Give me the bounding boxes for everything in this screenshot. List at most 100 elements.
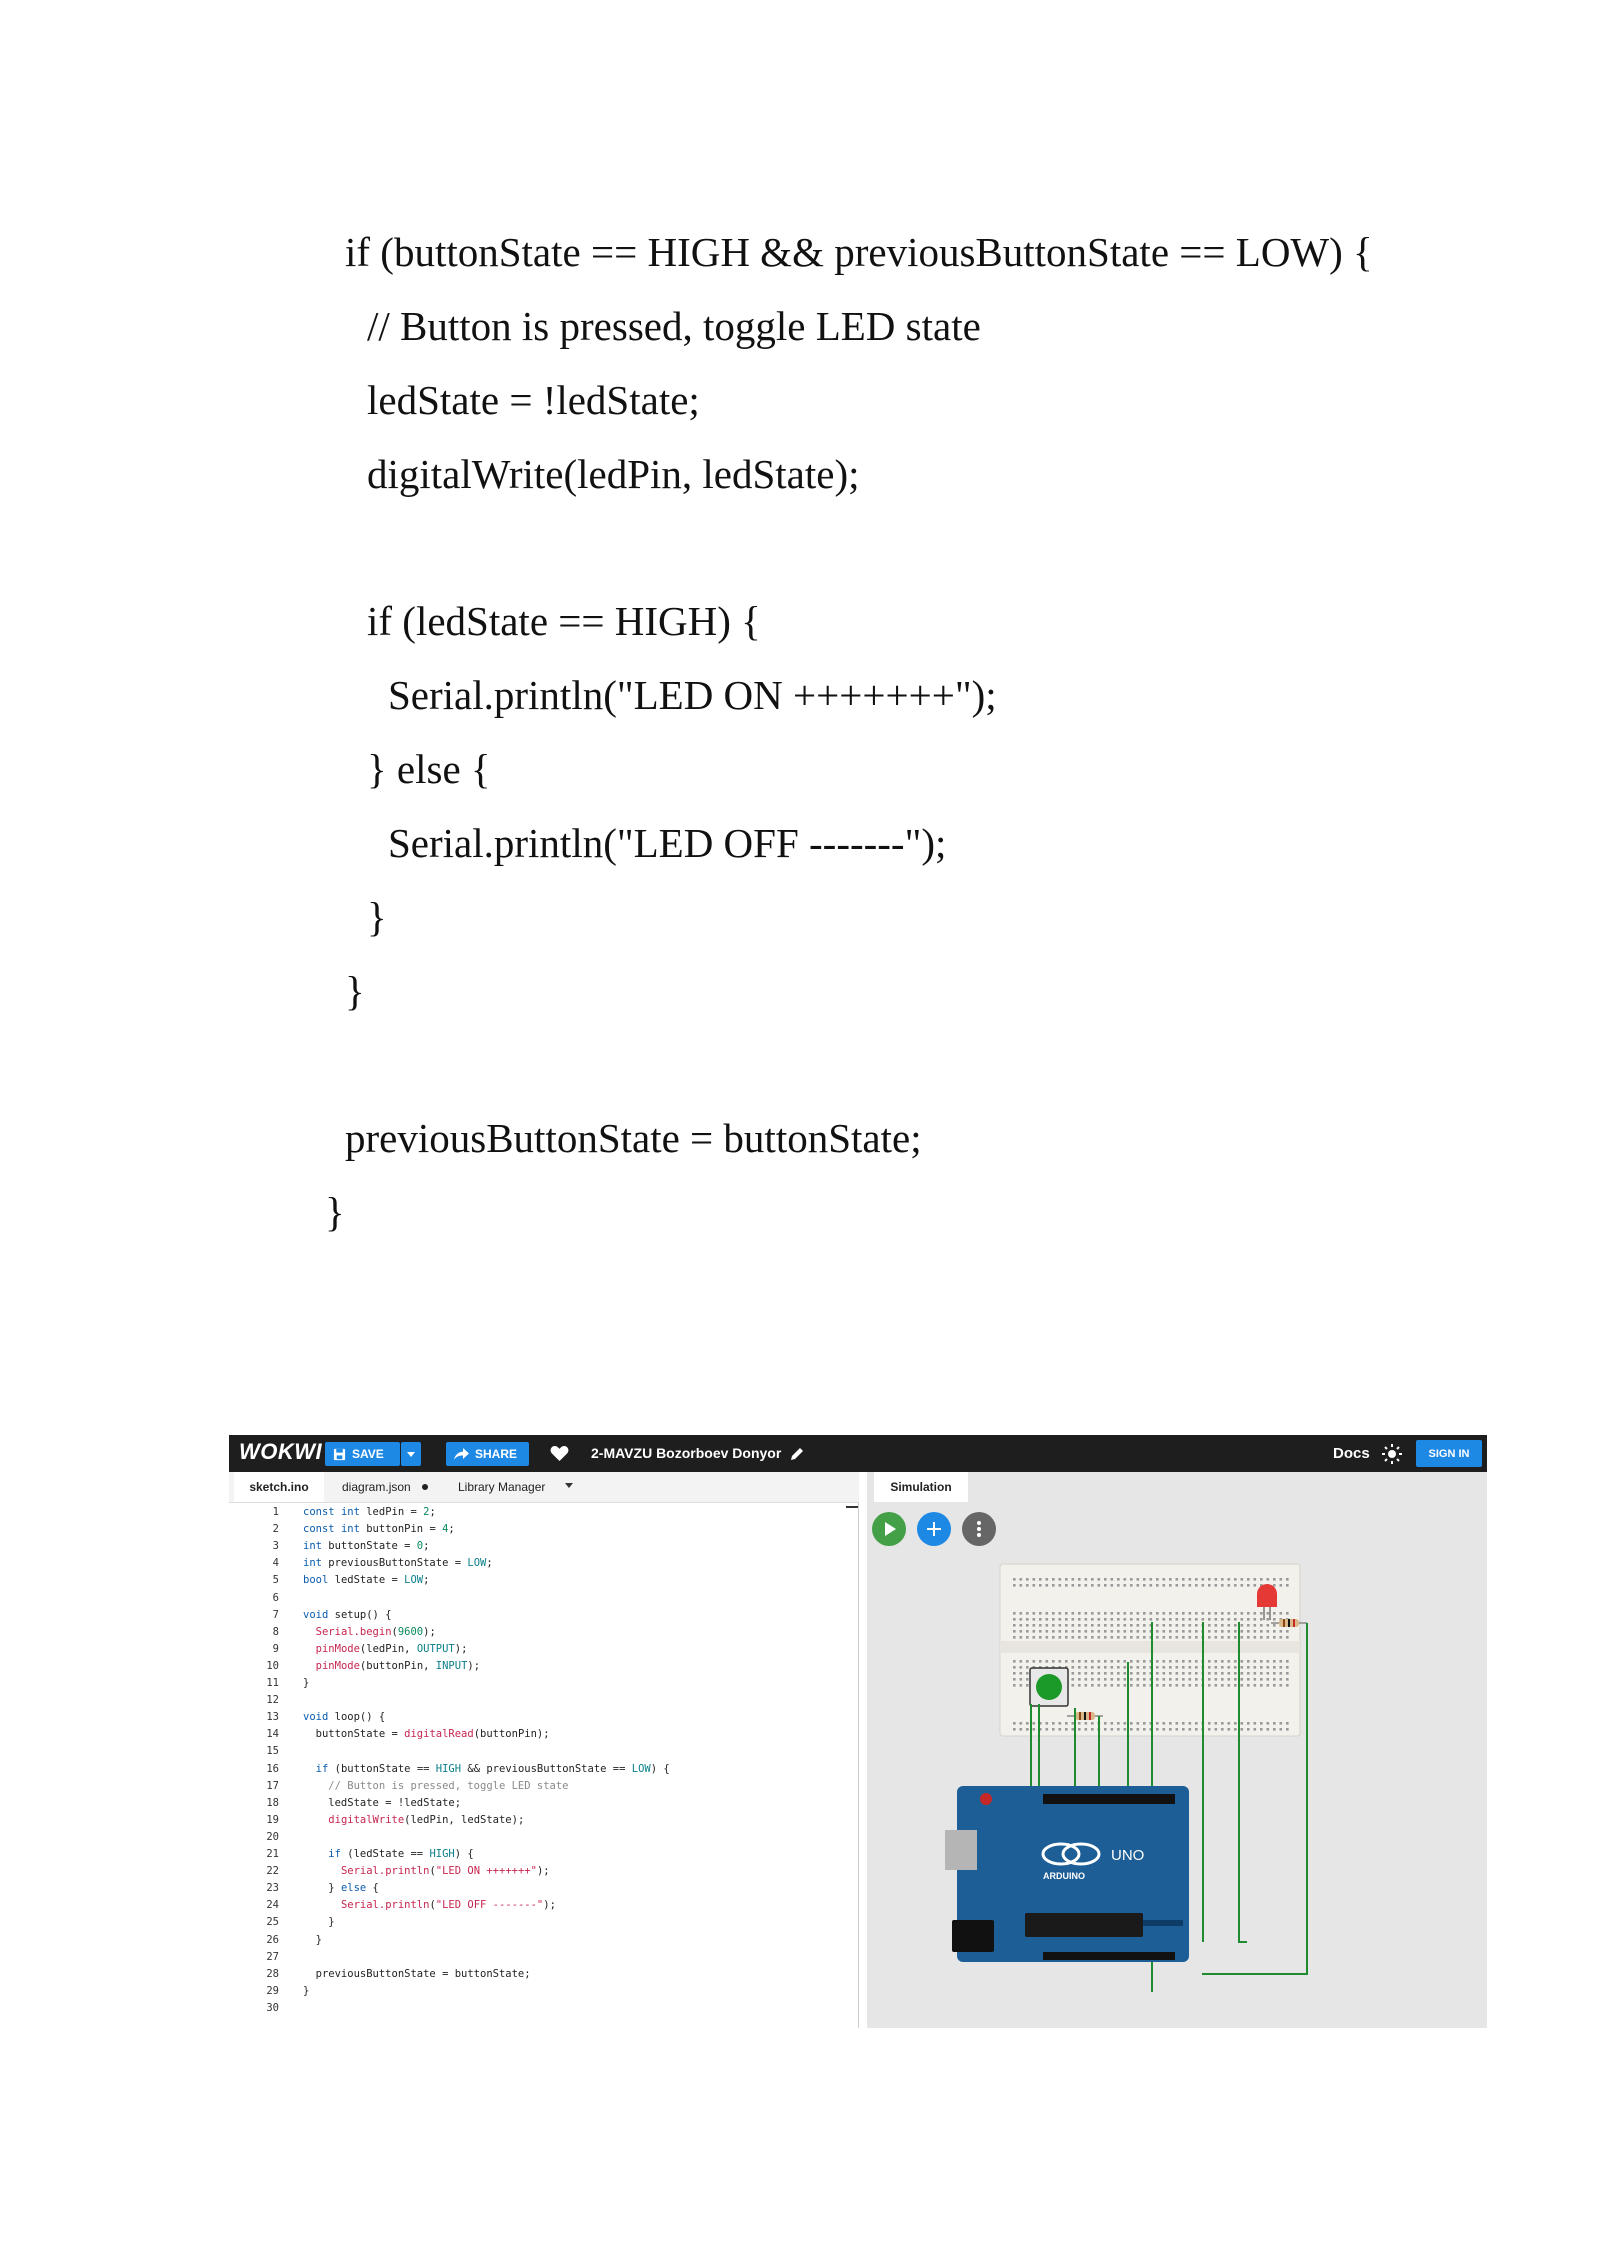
line-number: 11 bbox=[266, 1677, 279, 1689]
board-brand: ARDUINO bbox=[1043, 1871, 1085, 1881]
line-number: 22 bbox=[266, 1865, 279, 1878]
unsaved-dot-icon bbox=[422, 1484, 428, 1490]
simulation-panel: Simulation bbox=[867, 1472, 1487, 2028]
code-text: const int buttonPin = 4; bbox=[303, 1523, 455, 1536]
code-line[interactable]: 24 Serial.println("LED OFF -------"); bbox=[229, 1897, 859, 1914]
code-line[interactable]: 12 bbox=[229, 1692, 859, 1709]
code-line[interactable]: 10 pinMode(buttonPin, INPUT); bbox=[229, 1658, 859, 1675]
code-text: Serial.println("LED ON +++++++"); bbox=[340, 1865, 550, 1878]
code-text: pinMode(buttonPin, INPUT); bbox=[315, 1659, 481, 1672]
doc-code-line: if (buttonState == HIGH && previousButto… bbox=[345, 229, 1373, 275]
code-line[interactable]: 29} bbox=[229, 1983, 859, 2000]
code-text: buttonState = digitalRead(buttonPin); bbox=[303, 1728, 550, 1741]
tab-sketch-ino[interactable]: sketch.ino bbox=[234, 1472, 324, 1502]
code-text: } bbox=[303, 1933, 322, 1946]
code-editor-panel: sketch.ino diagram.json Library Manager … bbox=[229, 1472, 859, 2028]
more-options-button[interactable] bbox=[962, 1512, 996, 1546]
code-text: ledState = !ledState; bbox=[303, 1796, 462, 1809]
save-button[interactable]: SAVE bbox=[325, 1442, 400, 1466]
breadboard[interactable] bbox=[999, 1563, 1301, 1737]
line-number: 1 bbox=[272, 1506, 279, 1518]
project-title[interactable]: 2-MAVZU Bozorboev Donyor bbox=[591, 1445, 782, 1461]
start-simulation-button[interactable] bbox=[872, 1512, 906, 1546]
doc-code-line: // Button is pressed, toggle LED state bbox=[367, 303, 981, 349]
code-line[interactable]: 21 if (ledState == HIGH) { bbox=[229, 1846, 859, 1863]
code-line[interactable]: 19 digitalWrite(ledPin, ledState); bbox=[229, 1812, 859, 1829]
tab-library-manager[interactable]: Library Manager bbox=[458, 1480, 546, 1494]
code-text: void loop() { bbox=[303, 1711, 386, 1724]
share-button[interactable]: SHARE bbox=[446, 1442, 529, 1466]
code-line[interactable]: 25 } bbox=[229, 1914, 859, 1931]
docs-link[interactable]: Docs bbox=[1333, 1445, 1370, 1462]
code-line[interactable]: 11} bbox=[229, 1675, 859, 1692]
line-number: 24 bbox=[266, 1899, 279, 1912]
arduino-uno-board[interactable]: UNO ARDUINO bbox=[945, 1786, 1189, 1962]
doc-code-line: } bbox=[345, 968, 365, 1014]
code-line[interactable]: 6 bbox=[229, 1590, 859, 1607]
line-number: 19 bbox=[266, 1813, 279, 1826]
code-line[interactable]: 22 Serial.println("LED ON +++++++"); bbox=[229, 1863, 859, 1880]
button-resistor[interactable] bbox=[1067, 1712, 1103, 1720]
code-line[interactable]: 28 previousButtonState = buttonState; bbox=[229, 1966, 859, 1983]
line-number: 3 bbox=[272, 1540, 279, 1553]
line-number: 21 bbox=[266, 1848, 279, 1860]
editor-scrollbar[interactable] bbox=[846, 1506, 858, 1508]
doc-code-line: previousButtonState = buttonState; bbox=[345, 1115, 922, 1161]
code-line[interactable]: 9 pinMode(ledPin, OUTPUT); bbox=[229, 1641, 859, 1658]
red-led[interactable] bbox=[1257, 1584, 1277, 1620]
circuit-canvas[interactable]: UNO ARDUINO bbox=[867, 1472, 1487, 2028]
save-dropdown-button[interactable] bbox=[401, 1442, 421, 1466]
sign-in-button[interactable]: SIGN IN bbox=[1416, 1440, 1482, 1467]
pencil-icon[interactable] bbox=[789, 1446, 805, 1462]
play-icon bbox=[885, 1522, 896, 1536]
save-label: SAVE bbox=[352, 1447, 384, 1461]
tab-simulation[interactable]: Simulation bbox=[874, 1472, 968, 1502]
code-line[interactable]: 14 buttonState = digitalRead(buttonPin); bbox=[229, 1726, 859, 1743]
code-line[interactable]: 27 bbox=[229, 1949, 859, 1966]
theme-sun-icon[interactable] bbox=[1382, 1444, 1402, 1464]
doc-code-line: ledState = !ledState; bbox=[367, 377, 700, 423]
wokwi-logo[interactable]: WOKWI bbox=[239, 1439, 323, 1464]
line-number: 9 bbox=[272, 1642, 279, 1655]
code-line[interactable]: 30 bbox=[229, 2000, 859, 2017]
line-number: 25 bbox=[266, 1916, 279, 1929]
code-text: const int ledPin = 2; bbox=[303, 1506, 436, 1518]
code-line[interactable]: 8 Serial.begin(9600); bbox=[229, 1624, 859, 1641]
code-line[interactable]: 15 bbox=[229, 1743, 859, 1760]
doc-code-line: } bbox=[325, 1189, 345, 1235]
code-line[interactable]: 7 void setup() { bbox=[229, 1607, 859, 1624]
led-resistor[interactable] bbox=[1271, 1619, 1307, 1627]
line-number: 7 bbox=[272, 1608, 279, 1621]
line-number: 14 bbox=[266, 1728, 279, 1741]
code-line[interactable]: 13 void loop() { bbox=[229, 1709, 859, 1726]
code-line[interactable]: 18 ledState = !ledState; bbox=[229, 1795, 859, 1812]
code-line[interactable]: 16 if (buttonState == HIGH && previousBu… bbox=[229, 1761, 859, 1778]
code-line[interactable]: 20 bbox=[229, 1829, 859, 1846]
line-number: 12 bbox=[266, 1694, 279, 1707]
code-line[interactable]: 17 // Button is pressed, toggle LED stat… bbox=[229, 1778, 859, 1795]
add-part-button[interactable] bbox=[917, 1512, 951, 1546]
code-text: } bbox=[303, 1677, 310, 1689]
caret-down-icon bbox=[407, 1451, 415, 1457]
heart-icon[interactable] bbox=[550, 1445, 569, 1462]
tabs-menu-caret-icon[interactable] bbox=[565, 1483, 573, 1488]
code-text: void setup() { bbox=[303, 1608, 392, 1621]
line-number: 28 bbox=[266, 1967, 279, 1980]
line-number: 5 bbox=[272, 1574, 279, 1587]
code-line[interactable]: 26 } bbox=[229, 1932, 859, 1949]
code-line[interactable]: 23 } else { bbox=[229, 1880, 859, 1897]
line-number: 13 bbox=[266, 1711, 279, 1724]
line-number: 15 bbox=[266, 1745, 279, 1758]
top-bar: WOKWI SAVE SHARE 2-MAVZU Bozorboev Donyo… bbox=[229, 1435, 1487, 1472]
more-vertical-icon bbox=[977, 1521, 981, 1537]
code-line[interactable]: 1 const int ledPin = 2; bbox=[229, 1504, 859, 1521]
doc-code-line: if (ledState == HIGH) { bbox=[367, 598, 761, 644]
pushbutton[interactable] bbox=[1029, 1667, 1069, 1707]
tab-diagram-json[interactable]: diagram.json bbox=[342, 1480, 411, 1494]
code-text: pinMode(ledPin, OUTPUT); bbox=[315, 1642, 468, 1655]
